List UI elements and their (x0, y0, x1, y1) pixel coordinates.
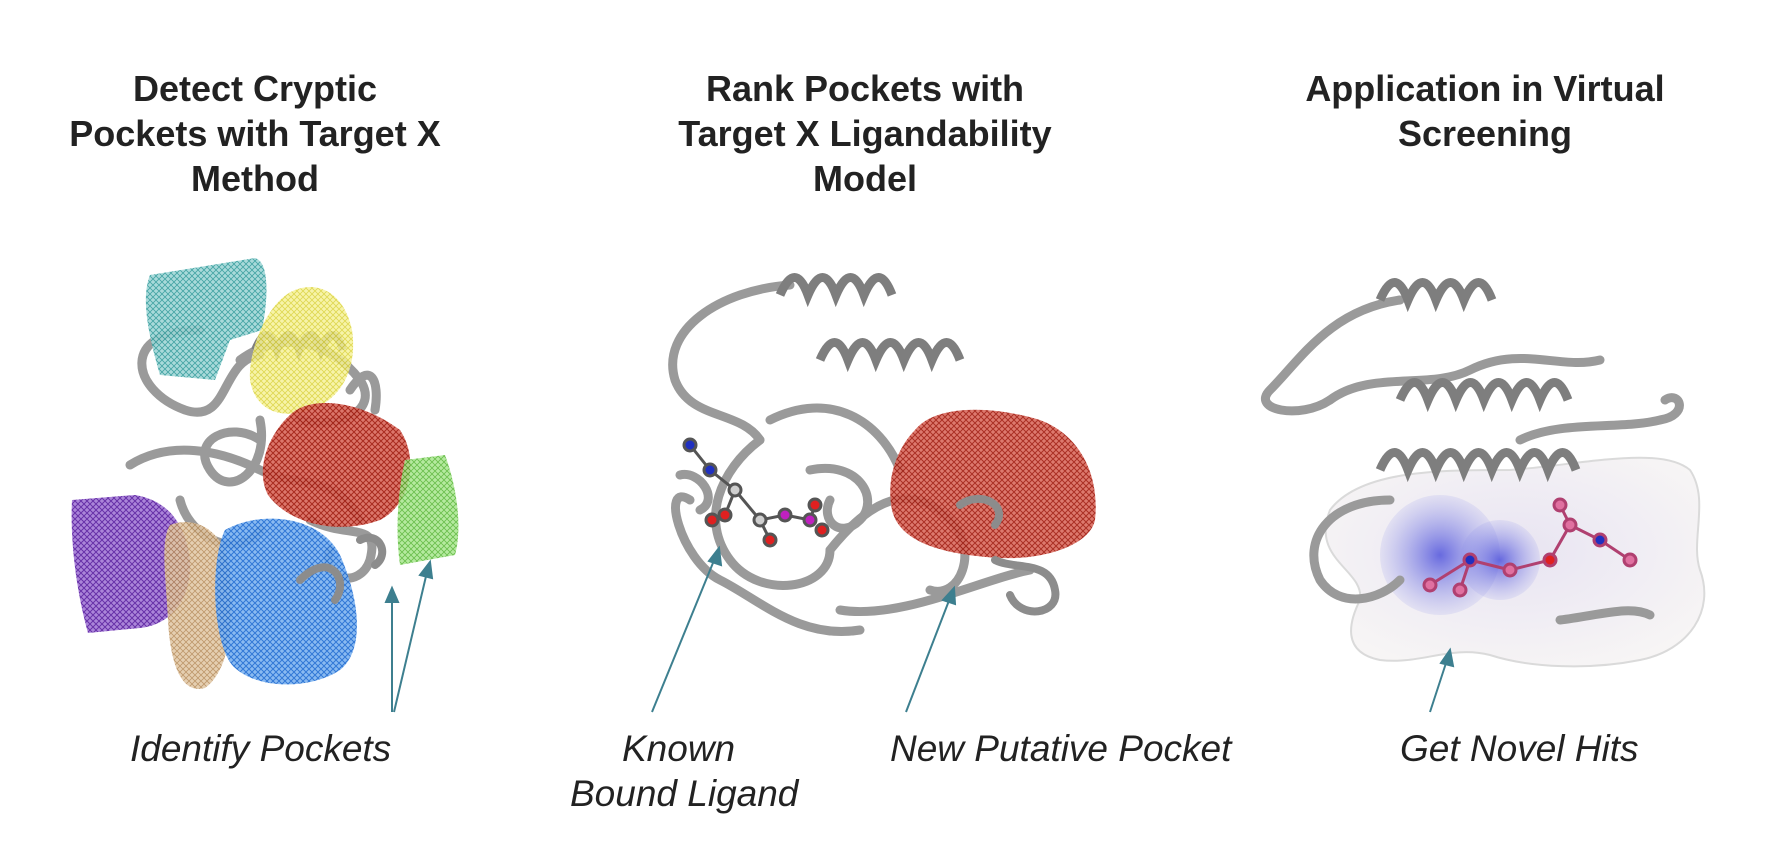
caption-identify-pockets: Identify Pockets (130, 728, 392, 769)
arrow-line (905, 597, 951, 713)
title-line: Application in Virtual (1305, 68, 1665, 109)
pocket-mesh-purple (71, 495, 191, 633)
protein-ribbon-front (956, 494, 1060, 616)
panel-3-protein (1261, 278, 1706, 668)
pocket-mesh-red (890, 409, 1096, 559)
pocket-mesh-teal (145, 258, 267, 380)
arrowhead-icon (707, 545, 723, 567)
protein-ribbon-front (296, 533, 387, 604)
protein-helix (1375, 278, 1581, 483)
arrow-line (393, 571, 428, 713)
panel-2-arrows (651, 545, 957, 713)
protein-helix (775, 273, 965, 373)
arrowhead-icon (418, 559, 434, 580)
panel-2-protein (668, 273, 1096, 636)
title-line: Screening (1397, 113, 1573, 154)
caption-get-novel-hits: Get Novel Hits (1400, 728, 1639, 769)
title-line: Detect Cryptic (132, 68, 378, 109)
caption-line: Bound Ligand (570, 773, 799, 814)
pocket-mesh-red (262, 403, 411, 527)
arrowhead-icon (384, 585, 400, 603)
panel-1-protein (71, 258, 459, 689)
panel-1-title: Detect Cryptic Pockets with Target X Met… (40, 66, 470, 201)
pocket-mesh-blue (215, 518, 357, 685)
arrow-line (1429, 659, 1448, 713)
surface-blue-patch (1460, 520, 1540, 600)
title-line: Rank Pockets with (705, 68, 1025, 109)
caption-known-ligand: Known Bound Ligand (570, 726, 798, 816)
protein-ribbon (668, 280, 1035, 636)
pocket-mesh-yellow (249, 286, 354, 414)
pocket-mesh-tan (164, 522, 232, 689)
arrow-line (651, 557, 716, 713)
panel-3-title: Application in Virtual Screening (1270, 66, 1700, 156)
hit-ligand-ball-and-stick (1422, 497, 1638, 598)
arrowhead-icon (1439, 647, 1455, 668)
arrowhead-icon (941, 585, 957, 606)
panel-3-arrow (1429, 647, 1455, 713)
caption-new-putative-pocket: New Putative Pocket (890, 728, 1232, 769)
identify-arrows (384, 559, 434, 713)
title-line: Target X Ligandability (678, 113, 1052, 154)
panel-2-title: Rank Pockets with Target X Ligandability… (650, 66, 1080, 201)
title-line: Pockets with Target X (69, 113, 441, 154)
title-line: Model (813, 158, 917, 199)
ligand-ball-and-stick (682, 437, 830, 548)
title-line: Method (191, 158, 319, 199)
pocket-mesh-green (397, 455, 459, 565)
caption-line: Known (622, 728, 736, 769)
protein-ribbon (1261, 295, 1684, 625)
